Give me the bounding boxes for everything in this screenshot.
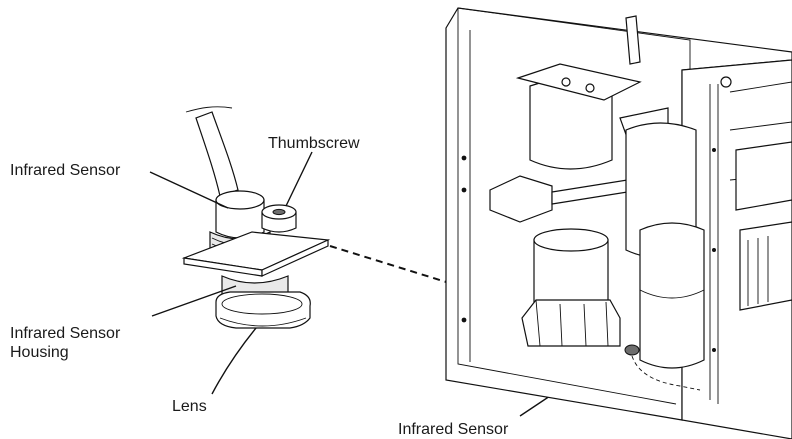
lens-inner-edge	[221, 293, 303, 315]
panel-bolt	[720, 76, 732, 88]
cable-break-mark	[185, 106, 233, 113]
compressor-lower	[639, 222, 705, 369]
label-infrared-sensor: Infrared Sensor	[10, 162, 121, 179]
side-condenser	[739, 221, 792, 311]
frame-screws	[461, 148, 716, 352]
side-control-box	[735, 141, 792, 211]
leader-lens	[211, 327, 257, 395]
label-infrared-sensor-installed: Infrared Sensor	[398, 421, 509, 438]
compressor-band	[639, 289, 705, 299]
lens-ring	[215, 291, 311, 329]
pump-elbow	[489, 175, 553, 223]
lens-bottom-edge	[219, 317, 307, 327]
condenser-fins	[747, 236, 769, 306]
label-infrared-sensor-housing: Infrared Sensor Housing	[10, 325, 121, 361]
sensor-top-cap	[215, 190, 265, 210]
leader-thumbscrew	[285, 151, 313, 207]
leader-housing	[151, 285, 237, 317]
sensor-assembly-drawing	[181, 106, 331, 329]
installed-infrared-sensor	[624, 344, 640, 356]
pump-bracket-legs	[535, 299, 609, 347]
reservoir-cover-plate	[515, 63, 642, 101]
sensor-cable-route	[631, 355, 701, 391]
leader-infrared-sensor	[149, 171, 229, 209]
frame-inner-edge-left	[457, 8, 677, 405]
ice-machine-cabinet	[445, 7, 792, 439]
top-pipe	[625, 15, 641, 65]
thumbscrew-slot	[272, 208, 286, 216]
cover-screw-1	[561, 77, 571, 87]
frame-top-rail	[457, 7, 691, 70]
sensor-cable	[195, 111, 239, 197]
pump-motor-top	[533, 228, 609, 252]
cover-screw-2	[585, 83, 595, 93]
label-thumbscrew: Thumbscrew	[268, 135, 360, 152]
label-lens: Lens	[172, 398, 207, 415]
plate-side-edge	[261, 239, 329, 277]
